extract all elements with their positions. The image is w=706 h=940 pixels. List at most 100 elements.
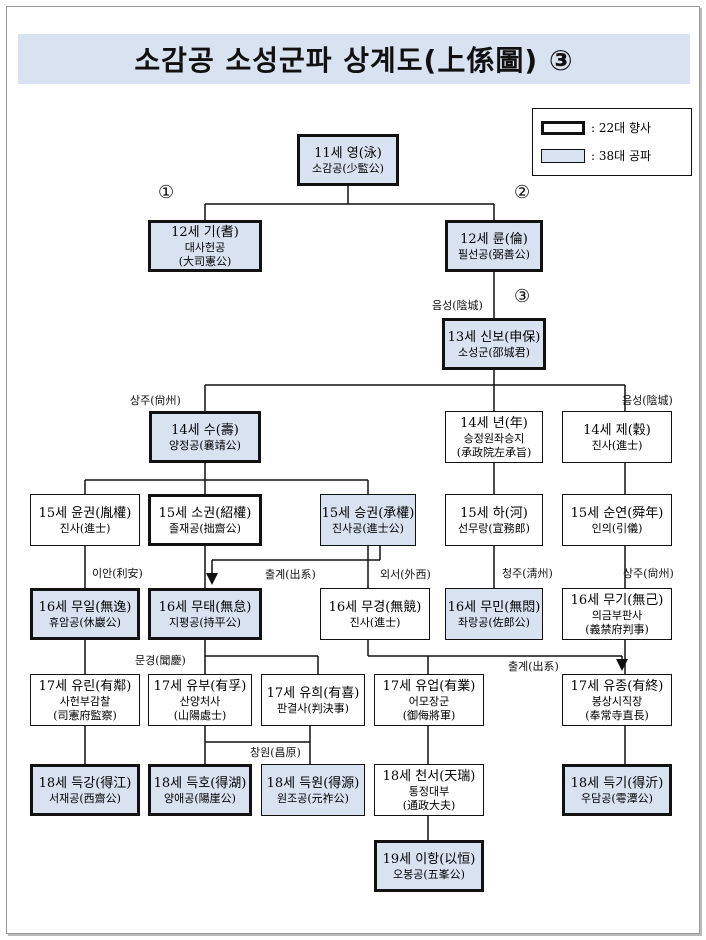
node-17-yuhui: 17세 유희(有喜) 판결사(判決事)	[261, 674, 365, 726]
node-name: 16세 무태(無怠)	[158, 599, 252, 615]
legend: : 22대 향사 : 38대 공파	[532, 108, 692, 176]
legend-label-22: : 22대 향사	[591, 121, 652, 135]
node-title: 진사(進士)	[349, 615, 401, 629]
node-title: 양애공(陽崖公)	[164, 791, 236, 805]
node-name: 16세 무기(無己)	[570, 592, 664, 608]
label-sangju-1: 상주(尙州)	[130, 394, 181, 407]
node-name: 17세 유종(有終)	[570, 678, 664, 694]
node-title: 승정원좌승지	[463, 431, 525, 445]
node-16-muil: 16세 무일(無逸) 휴암공(休巖公)	[30, 588, 140, 640]
marker-one: ①	[158, 182, 175, 203]
node-title: 졸재공(拙齋公)	[169, 521, 241, 535]
node-15-ha: 15세 하(河) 선무랑(宣務郎)	[445, 494, 543, 546]
node-title-hanja: (御侮將軍)	[402, 708, 456, 722]
node-title: 판결사(判決事)	[277, 701, 349, 715]
node-name: 17세 유린(有鄰)	[38, 678, 132, 694]
node-title: 진사공(進士公)	[332, 521, 404, 535]
node-name: 17세 유업(有業)	[382, 678, 476, 694]
node-name: 15세 윤권(胤權)	[38, 505, 132, 521]
marker-two: ②	[514, 182, 531, 203]
node-15-yungwon: 15세 윤권(胤權) 진사(進士)	[30, 494, 140, 546]
node-name: 13세 신보(申保)	[447, 329, 541, 345]
node-title: 지평공(持平公)	[169, 615, 241, 629]
node-title-hanja: (大司憲公)	[178, 254, 232, 268]
node-title: 양정공(襄靖公)	[169, 438, 241, 452]
page-title: 소감공 소성군파 상계도(上係圖) ③	[134, 44, 574, 77]
node-title: 휴암공(休巖公)	[49, 615, 121, 629]
node-17-yubu: 17세 유부(有孚) 산양처사 (山陽處士)	[148, 674, 252, 726]
node-name: 18세 득기(得沂)	[570, 775, 664, 791]
node-title-hanja: (奉常寺直長)	[585, 708, 649, 722]
title-bar: 소감공 소성군파 상계도(上係圖) ③	[18, 34, 690, 84]
node-17-yurin: 17세 유린(有鄰) 사헌부감찰 (司憲府監察)	[30, 674, 140, 726]
node-title: 통정대부	[408, 784, 450, 798]
node-name: 16세 무민(無悶)	[447, 599, 541, 615]
node-12-gi: 12세 기(耆) 대사헌공 (大司憲公)	[148, 220, 262, 272]
node-name: 14세 제(穀)	[583, 422, 651, 438]
node-name: 15세 순연(舜年)	[570, 505, 664, 521]
node-name: 11세 영(泳)	[314, 145, 382, 161]
label-mungyeong: 문경(聞慶)	[135, 654, 186, 667]
node-title: 산양처사	[179, 694, 221, 708]
node-name: 15세 하(河)	[460, 505, 528, 521]
node-17-yujong: 17세 유종(有終) 봉상시직장 (奉常寺直長)	[562, 674, 672, 726]
node-name: 15세 승권(承權)	[321, 505, 415, 521]
node-15-seunggwon: 15세 승권(承權) 진사공(進士公)	[320, 494, 416, 546]
label-eumseong-2: 음성(陰城)	[622, 394, 673, 407]
node-title: 어모장군	[408, 694, 450, 708]
node-name: 19세 이항(以恒)	[382, 851, 476, 867]
node-14-su: 14세 수(壽) 양정공(襄靖公)	[149, 411, 261, 463]
node-title: 진사(進士)	[59, 521, 111, 535]
node-16-mutae: 16세 무태(無怠) 지평공(持平公)	[148, 588, 262, 640]
node-name: 12세 륜(倫)	[460, 231, 528, 247]
node-title: 의금부판사	[591, 608, 643, 622]
node-15-sunyeon: 15세 순연(舜年) 인의(引儀)	[562, 494, 672, 546]
node-name: 14세 년(年)	[460, 415, 528, 431]
node-title: 인의(引儀)	[591, 521, 643, 535]
node-18-deukgang: 18세 득강(得江) 서재공(西齋公)	[30, 764, 140, 816]
node-title: 소성군(邵城君)	[458, 345, 530, 359]
node-16-mugi: 16세 무기(無己) 의금부판사 (義禁府判事)	[562, 588, 672, 640]
node-18-deukho: 18세 득호(得湖) 양애공(陽崖公)	[148, 764, 252, 816]
node-name: 14세 수(壽)	[171, 422, 239, 438]
node-title-hanja: (通政大夫)	[402, 798, 456, 812]
label-changwon: 창원(昌原)	[250, 746, 301, 759]
node-title: 소감공(少監公)	[312, 161, 384, 175]
node-name: 18세 천서(天瑞)	[382, 768, 476, 784]
label-chulgye-1: 출계(出系)	[265, 568, 316, 581]
label-sangju-2: 상주(尙州)	[623, 567, 674, 580]
node-14-nyeon: 14세 년(年) 승정원좌승지 (承政院左承旨)	[445, 411, 543, 463]
node-title: 서재공(西齋公)	[49, 791, 121, 805]
label-cheongju: 청주(淸州)	[502, 567, 553, 580]
node-18-deugwon: 18세 득원(得源) 원조공(元祚公)	[261, 764, 365, 816]
node-title-hanja: (承政院左承旨)	[456, 445, 532, 459]
node-title: 선무랑(宣務郎)	[458, 521, 530, 535]
node-name: 17세 유희(有喜)	[266, 685, 360, 701]
node-title: 사헌부감찰	[59, 694, 111, 708]
node-16-mugyeong: 16세 무경(無競) 진사(進士)	[320, 588, 430, 640]
node-title: 오봉공(五峯公)	[393, 867, 465, 881]
node-title: 진사(進士)	[591, 438, 643, 452]
node-title: 좌랑공(佐郎公)	[458, 615, 530, 629]
label-eumseong-1: 음성(陰城)	[432, 299, 483, 312]
node-18-cheonseo: 18세 천서(天瑞) 통정대부 (通政大夫)	[374, 764, 484, 816]
node-16-mumin: 16세 무민(無悶) 좌랑공(佐郎公)	[445, 588, 543, 640]
node-title: 대사헌공	[184, 240, 226, 254]
node-18-deukgi: 18세 득기(得沂) 우담공(雩潭公)	[562, 764, 672, 816]
node-12-ryun: 12세 륜(倫) 필선공(弼善公)	[445, 220, 543, 272]
node-name: 17세 유부(有孚)	[153, 678, 247, 694]
node-name: 15세 소권(紹權)	[158, 505, 252, 521]
label-oeseo: 외서(外西)	[380, 568, 431, 581]
node-title-hanja: (司憲府監察)	[53, 708, 117, 722]
node-14-je: 14세 제(穀) 진사(進士)	[562, 411, 672, 463]
node-title: 우담공(雩潭公)	[581, 791, 653, 805]
node-15-sogwon: 15세 소권(紹權) 졸재공(拙齋公)	[148, 494, 262, 546]
node-title-hanja: (義禁府判事)	[585, 622, 649, 636]
legend-row-22: : 22대 향사	[541, 119, 651, 136]
node-title: 봉상시직장	[591, 694, 643, 708]
node-title: 필선공(弼善公)	[458, 247, 530, 261]
marker-three: ③	[514, 286, 531, 307]
legend-label-38: : 38대 공파	[591, 149, 652, 163]
node-13-sinbo: 13세 신보(申保) 소성군(邵城君)	[442, 318, 546, 370]
